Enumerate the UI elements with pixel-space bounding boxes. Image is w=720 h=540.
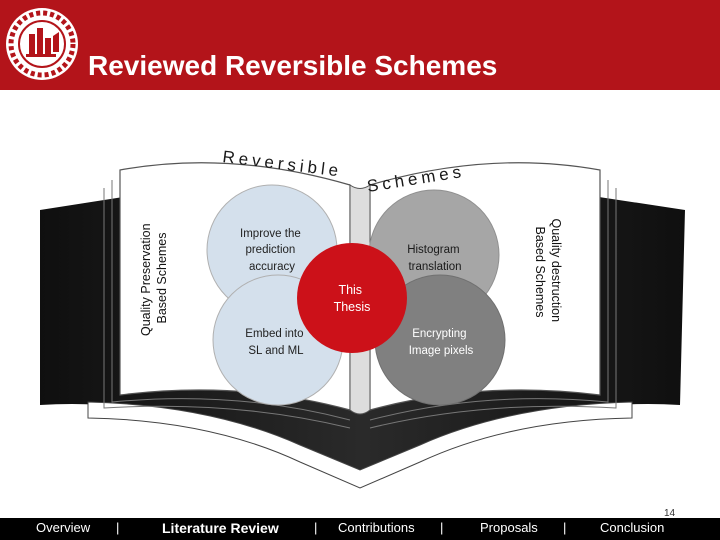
left-page-edge-2 [103,188,351,429]
right-page-edge [369,180,609,421]
top-right-text: Histogram translation [407,244,463,273]
nav-proposals[interactable]: Proposals [480,520,538,535]
right-side-label: Quality destruction Based Schemes [533,218,563,325]
nav-contributions[interactable]: Contributions [338,520,415,535]
left-side-label: Quality Preservation Based Schemes [139,220,169,336]
right-page-edge-2 [369,188,617,429]
circle-center-thesis [297,243,407,353]
nav-separator: | [314,520,318,535]
nav-separator: | [116,520,120,535]
nav-literature-review[interactable]: Literature Review [162,520,279,536]
page-number: 14 [664,508,676,519]
nav-conclusion[interactable]: Conclusion [600,520,665,535]
slide-header [0,0,720,90]
book-bottom-pages [87,401,633,489]
nav-separator: | [563,520,567,535]
top-left-text: Improve the prediction accuracy [240,228,304,273]
nav-separator: | [440,520,444,535]
bottom-left-text: Embed into SL and ML [245,328,306,357]
center-thesis-text: This Thesis [334,283,371,314]
bottom-right-text: Encrypting Image pixels [409,328,474,357]
university-seal-icon [6,8,78,80]
left-page-edge [111,180,351,421]
bottom-navigation: Overview | Literature Review | Contribut… [0,518,720,540]
slide-title: Reviewed Reversible Schemes [88,50,498,81]
nav-overview[interactable]: Overview [36,520,91,535]
